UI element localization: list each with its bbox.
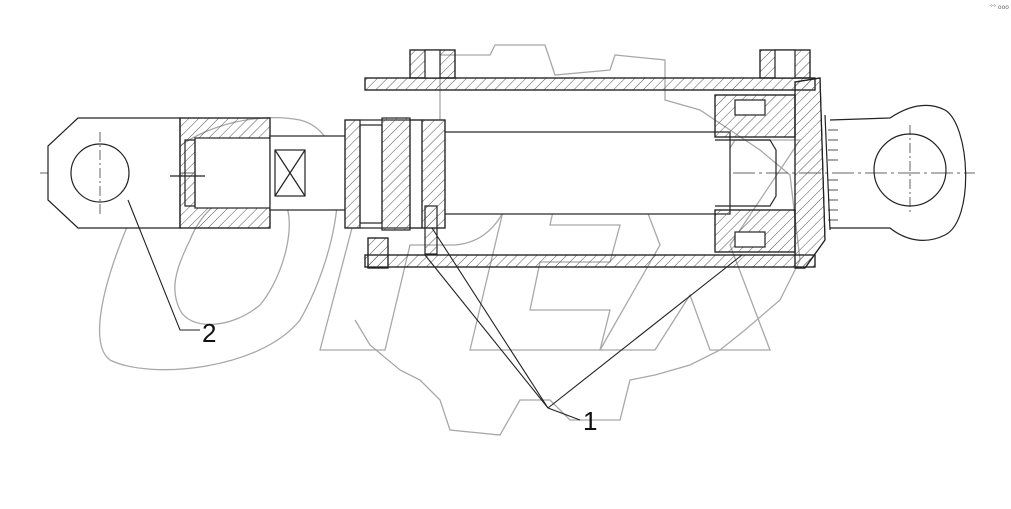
leader-lines: [127, 199, 743, 421]
leader-1-tail: [547, 407, 581, 421]
cap-end-eye: [794, 77, 967, 269]
rod-end-clevis: [47, 117, 271, 229]
leader-1b: [431, 227, 549, 409]
rod-end-pin-hole: [70, 143, 130, 203]
cylinder-barrel: [364, 49, 816, 268]
gland-head: [344, 117, 446, 269]
watermark: [99, 44, 802, 436]
callout-label-1: 1: [583, 406, 597, 436]
watermark-gear-outline: [354, 44, 801, 436]
leader-2: [127, 199, 200, 331]
leader-1c: [547, 254, 743, 409]
corner-mark: °° ooo: [990, 4, 1009, 11]
piston: [714, 94, 796, 253]
callout-label-2: 2: [202, 318, 216, 348]
leader-1a: [424, 254, 549, 409]
